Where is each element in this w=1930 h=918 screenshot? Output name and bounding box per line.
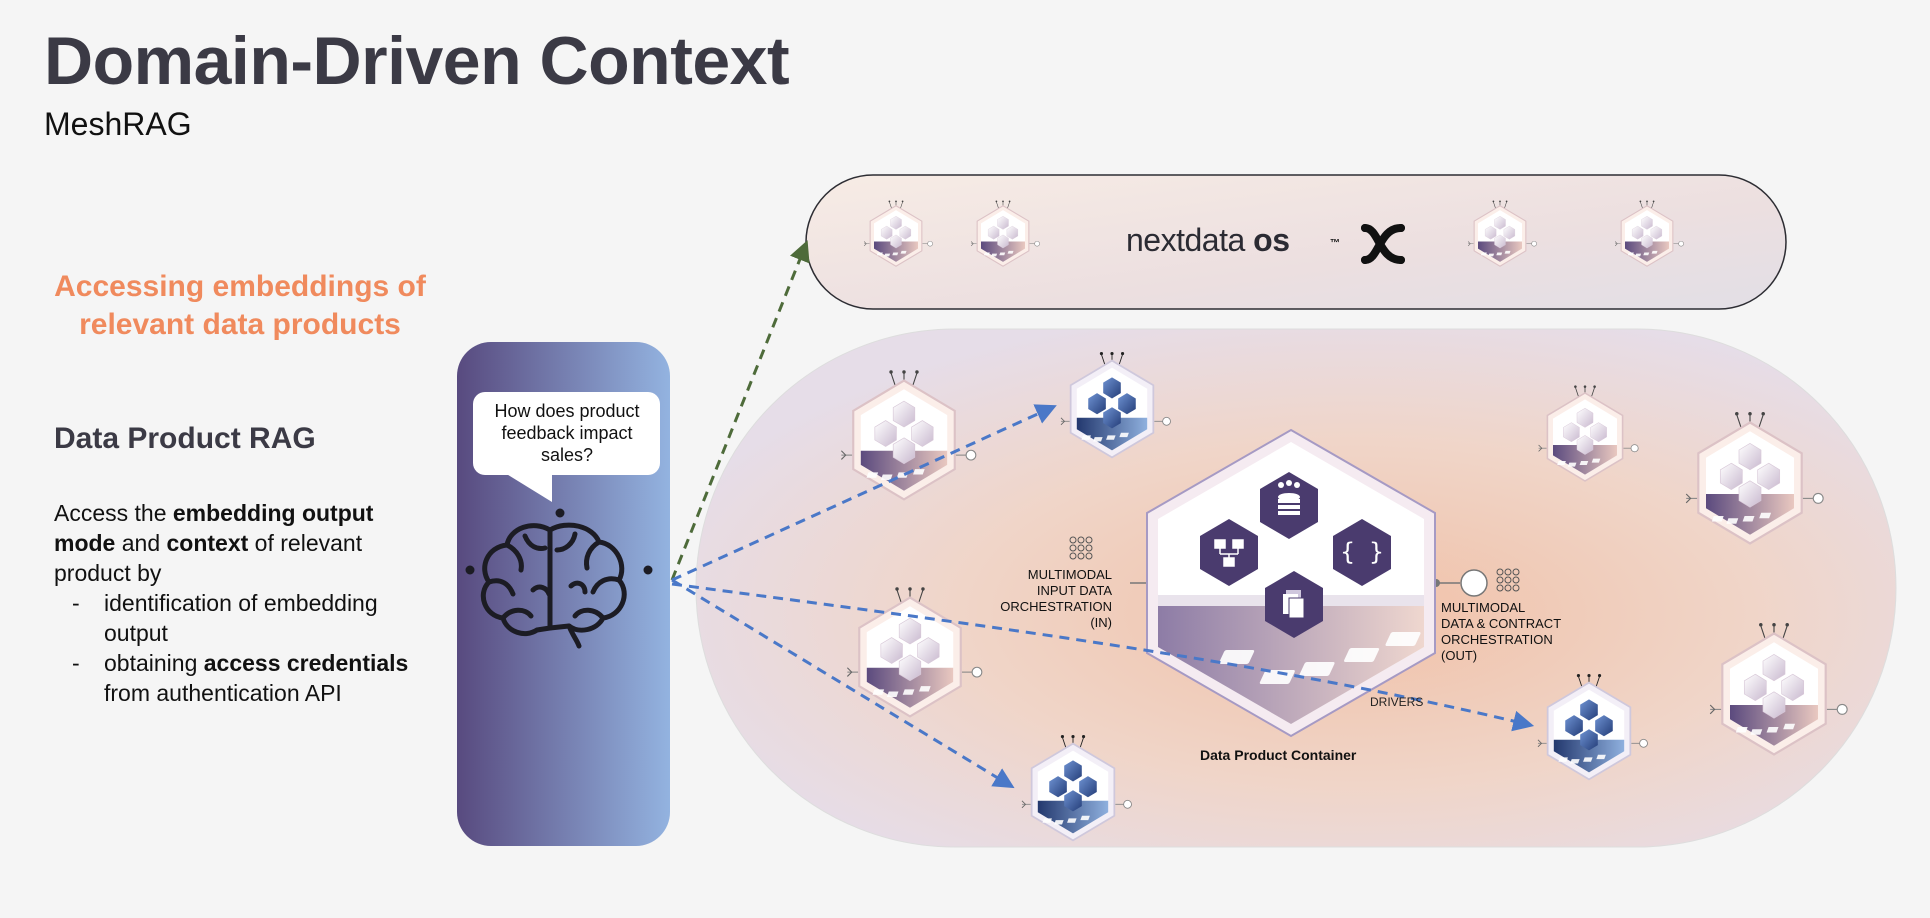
page-title: Domain-Driven Context bbox=[44, 23, 790, 99]
list-item-text: from authentication API bbox=[104, 680, 342, 706]
section-title: Data Product RAG bbox=[54, 422, 316, 455]
arrow-to-product bbox=[671, 582, 1535, 732]
brain-icon bbox=[465, 508, 653, 649]
list-item: obtaining access credentials from authen… bbox=[54, 648, 424, 708]
label-line: MULTIMODAL bbox=[1441, 600, 1526, 615]
braces-text: { } bbox=[1340, 538, 1383, 566]
label-line: (OUT) bbox=[1441, 648, 1478, 663]
braces-icon bbox=[1333, 519, 1391, 586]
list-item: identification of embedding output bbox=[54, 588, 424, 648]
desc-text: and bbox=[115, 530, 167, 556]
list-item-text: identification of embedding output bbox=[104, 590, 378, 646]
hierarchy-icon bbox=[1200, 519, 1258, 586]
data-product-container[interactable]: { } bbox=[1069, 428, 1520, 738]
output-orchestration-label: MULTIMODAL DATA & CONTRACT ORCHESTRATION… bbox=[1441, 600, 1601, 664]
desc-bold: embedding output mode bbox=[54, 500, 374, 556]
label-line: (IN) bbox=[1090, 615, 1112, 630]
connection-arrows bbox=[670, 240, 1535, 789]
platform-name-regular: nextdata bbox=[1126, 222, 1245, 258]
label-line: INPUT DATA bbox=[1036, 583, 1112, 598]
label-line: ORCHESTRATION bbox=[1441, 632, 1553, 647]
list-item-bold: access credentials bbox=[203, 650, 409, 676]
label-line: MULTIMODAL bbox=[1027, 567, 1112, 582]
description-list: identification of embedding output obtai… bbox=[54, 588, 424, 708]
container-title: Data Product Container bbox=[1200, 747, 1357, 763]
desc-text: Access the bbox=[54, 500, 173, 526]
input-orchestration-label: MULTIMODAL INPUT DATA ORCHESTRATION (IN) bbox=[960, 567, 1112, 631]
platform-name-bold: os bbox=[1244, 222, 1290, 258]
list-item-text: obtaining bbox=[104, 650, 204, 676]
arrow-to-platform bbox=[670, 240, 810, 581]
page-subtitle: MeshRAG bbox=[44, 106, 192, 142]
label-line: ORCHESTRATION bbox=[1000, 599, 1112, 614]
speech-bubble bbox=[473, 392, 660, 502]
description-text: Access the embedding output mode and con… bbox=[54, 498, 424, 708]
trademark-mark: ™ bbox=[1330, 238, 1340, 249]
arrow-to-product bbox=[671, 404, 1057, 582]
nextdata-logo-icon bbox=[1361, 224, 1405, 264]
arrow-to-product bbox=[671, 578, 1015, 789]
desc-text: of relevant product by bbox=[54, 530, 363, 586]
query-question: How does product feedback impact sales? bbox=[494, 401, 640, 465]
drivers-label: DRIVERS bbox=[1370, 695, 1424, 709]
platform-name: nextdata os bbox=[1126, 222, 1290, 259]
label-line: DATA & CONTRACT bbox=[1441, 616, 1562, 631]
highlight-heading: Accessing embeddings of relevant data pr… bbox=[54, 270, 426, 341]
desc-bold: context bbox=[166, 530, 249, 556]
